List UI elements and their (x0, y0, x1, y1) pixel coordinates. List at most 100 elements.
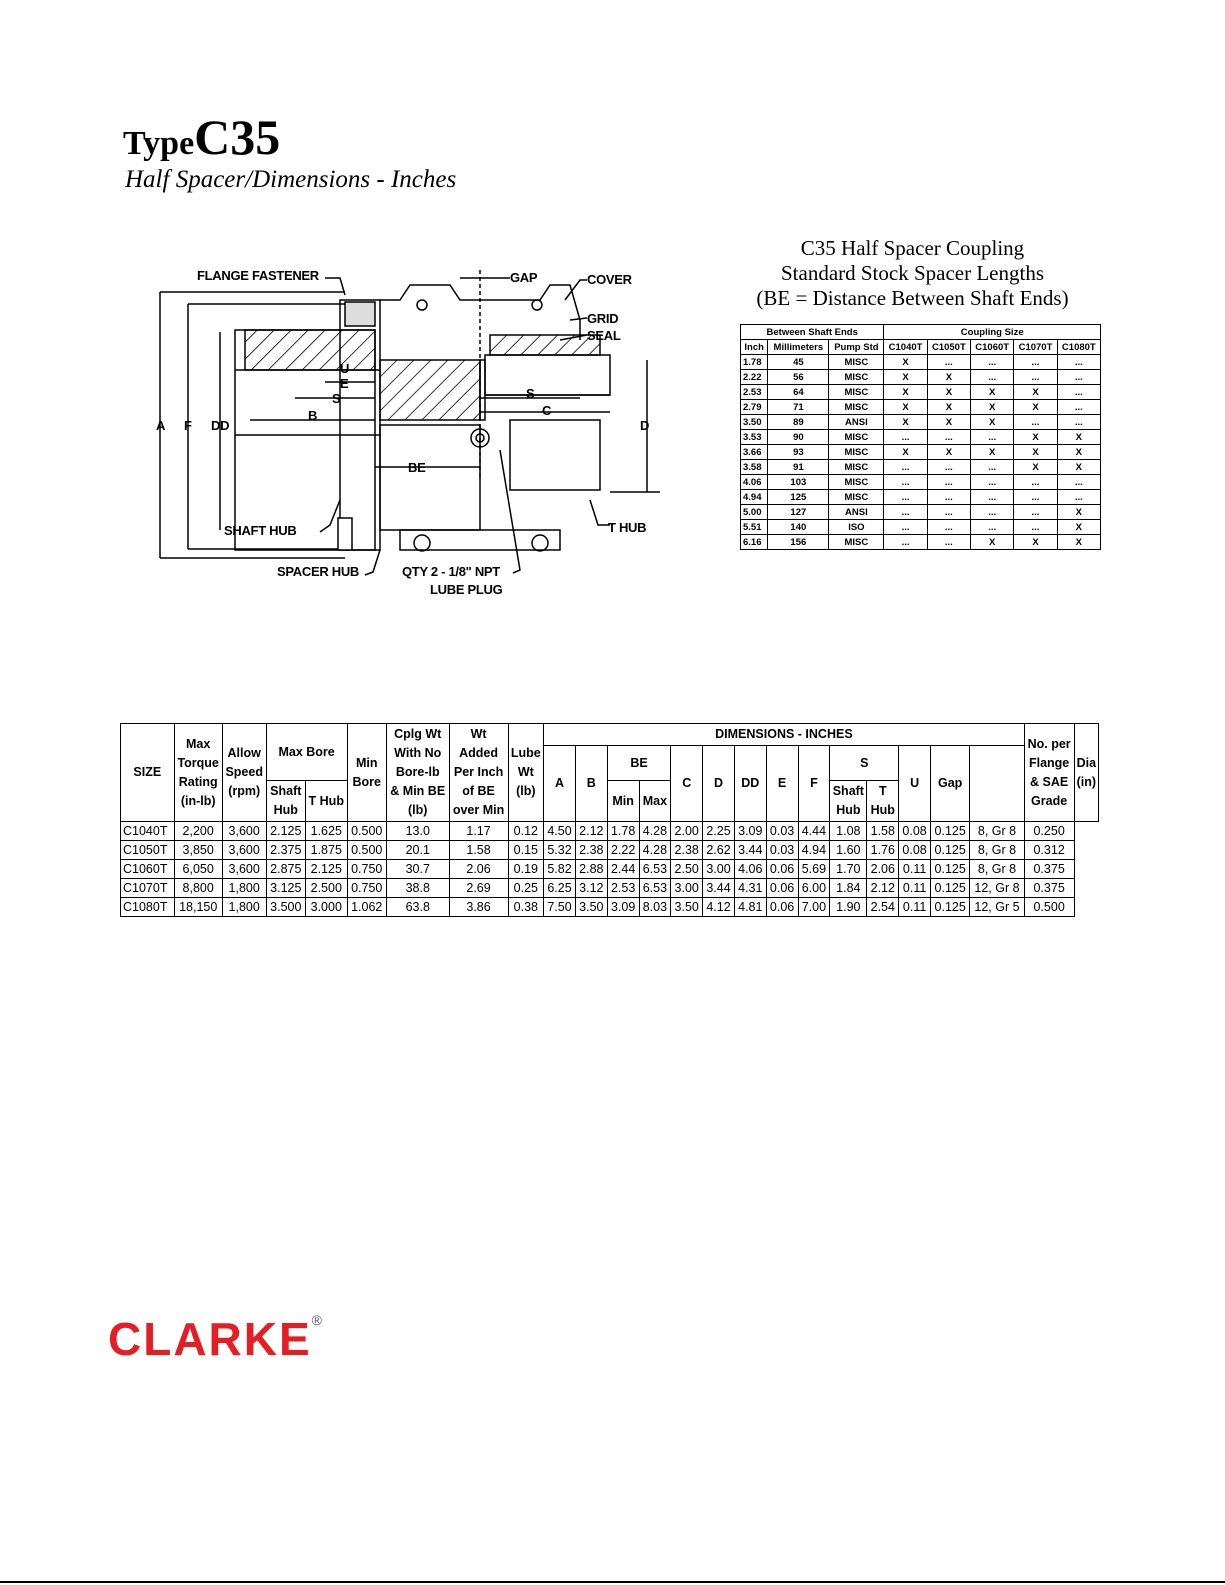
dimensions-cell: 0.375 (1023, 859, 1075, 879)
dimensions-cell: 0.375 (1023, 878, 1075, 898)
dimensions-cell: 1,800 (221, 897, 267, 917)
spacer-cell: 90 (767, 429, 830, 445)
dimensions-cell: 1.625 (304, 821, 348, 841)
dimensions-cell: 2.38 (670, 840, 704, 860)
dimensions-cell: 1.58 (448, 840, 509, 860)
dimensions-cell: 1.84 (829, 878, 868, 898)
header-dimensions: DIMENSIONS - INCHES (543, 723, 1025, 746)
label-gap: GAP (510, 270, 538, 285)
dimensions-cell: 0.12 (507, 821, 545, 841)
model-name: C35 (194, 109, 281, 165)
spacer-cell: X (970, 414, 1015, 430)
dimensions-cell: 3,600 (221, 859, 267, 879)
dimensions-cell: 30.7 (385, 859, 450, 879)
spacer-cell: ... (1013, 414, 1058, 430)
spacer-cell: ... (883, 504, 928, 520)
spacer-cell: MISC (828, 399, 885, 415)
spacer-cell: ... (970, 429, 1015, 445)
spacer-cell: ... (926, 504, 972, 520)
dimensions-cell: 0.125 (929, 878, 971, 898)
registered-mark: ® (311, 1312, 322, 1328)
spacer-cell: ... (970, 369, 1015, 385)
spacer-cell: ... (970, 354, 1015, 370)
header-gap: Gap (929, 745, 971, 822)
dimensions-cell: 0.500 (346, 840, 387, 860)
spacer-cell: ... (1056, 369, 1102, 385)
col-c1060t: C1060T (970, 339, 1015, 355)
spacer-cell: 56 (767, 369, 830, 385)
dimensions-cell: 18,150 (173, 897, 223, 917)
dimensions-cell: 0.750 (346, 878, 387, 898)
dimensions-cell: C1070T (120, 878, 175, 898)
dimensions-cell: 8, Gr 8 (969, 859, 1025, 879)
spacer-cell: 4.06 (739, 474, 769, 490)
label-seal: SEAL (587, 328, 621, 343)
dimensions-cell: 0.03 (765, 840, 799, 860)
dimensions-cell: 2.875 (265, 859, 306, 879)
spacer-cell: 2.53 (739, 384, 769, 400)
spacer-cell: ... (926, 489, 972, 505)
spacer-cell: ... (1056, 399, 1102, 415)
spacer-cell: X (926, 414, 972, 430)
spacer-cell: 45 (767, 354, 830, 370)
dimensions-cell: 6.25 (543, 878, 576, 898)
header-d: D (702, 745, 735, 822)
dimensions-cell: 0.750 (346, 859, 387, 879)
dimensions-cell: 2.69 (448, 878, 509, 898)
dimensions-cell: 2.00 (670, 821, 704, 841)
spacer-cell: MISC (828, 459, 885, 475)
dimensions-cell: 38.8 (385, 878, 450, 898)
dimensions-cell: 6,050 (173, 859, 223, 879)
dimensions-cell: 4.81 (733, 897, 767, 917)
dimensions-cell: 3.00 (670, 878, 704, 898)
coupling-drawing: FLANGE FASTENER GAP COVER GRID SEAL U E … (140, 260, 660, 597)
main-header-row-2: A B BE C D DD E F S U Gap (121, 745, 1099, 822)
dimensions-cell: 13.0 (385, 821, 450, 841)
spacer-cell: X (1056, 459, 1102, 475)
header-size: SIZE (120, 723, 175, 822)
dimensions-cell: 2.88 (574, 859, 608, 879)
spacer-cell: MISC (828, 534, 885, 550)
dimensions-cell: 0.19 (507, 859, 545, 879)
spacer-cell: ... (1056, 474, 1102, 490)
spacer-cell: ... (926, 354, 972, 370)
spacer-cell: 89 (767, 414, 830, 430)
spacer-cell: ... (926, 519, 972, 535)
spacer-cell: 1.78 (739, 354, 769, 370)
spacer-cell: 103 (767, 474, 830, 490)
dimensions-cell: 1.062 (346, 897, 387, 917)
spacer-cell: MISC (828, 489, 885, 505)
spacer-cell: MISC (828, 444, 885, 460)
spacer-cell: ... (926, 474, 972, 490)
spacer-cell: 5.51 (739, 519, 769, 535)
spacer-cell: 91 (767, 459, 830, 475)
spacer-cell: 2.22 (739, 369, 769, 385)
header-a: A (543, 745, 576, 822)
label-t-hub: T HUB (608, 520, 647, 535)
spacer-cell: ... (883, 459, 928, 475)
spacer-cell: ISO (828, 519, 885, 535)
label-shaft-hub: SHAFT HUB (224, 523, 297, 538)
dimensions-cell: 3.86 (448, 897, 509, 917)
coupling-cross-section (159, 270, 660, 576)
header-e: E (765, 745, 799, 822)
dimensions-cell: 4.31 (733, 878, 767, 898)
spacer-title-line2: Standard Stock Spacer Lengths (780, 261, 1045, 285)
dimensions-cell: 1.90 (829, 897, 868, 917)
dimensions-cell: 6.53 (638, 859, 672, 879)
spacer-cell: X (883, 354, 928, 370)
spacer-cell: X (970, 534, 1015, 550)
spacer-cell: ... (1056, 489, 1102, 505)
dimensions-cell: 0.06 (765, 859, 799, 879)
